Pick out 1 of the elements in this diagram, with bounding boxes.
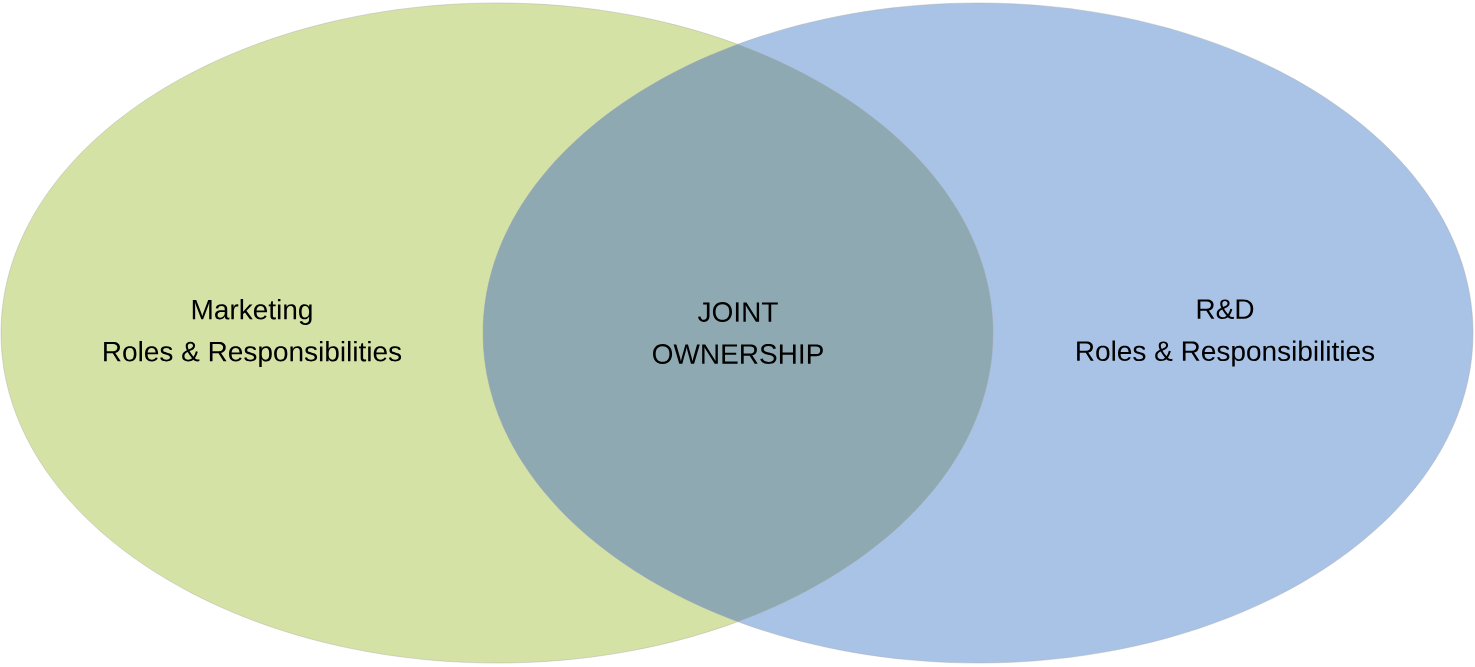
overlap-label: JOINT OWNERSHIP [653,302,823,364]
